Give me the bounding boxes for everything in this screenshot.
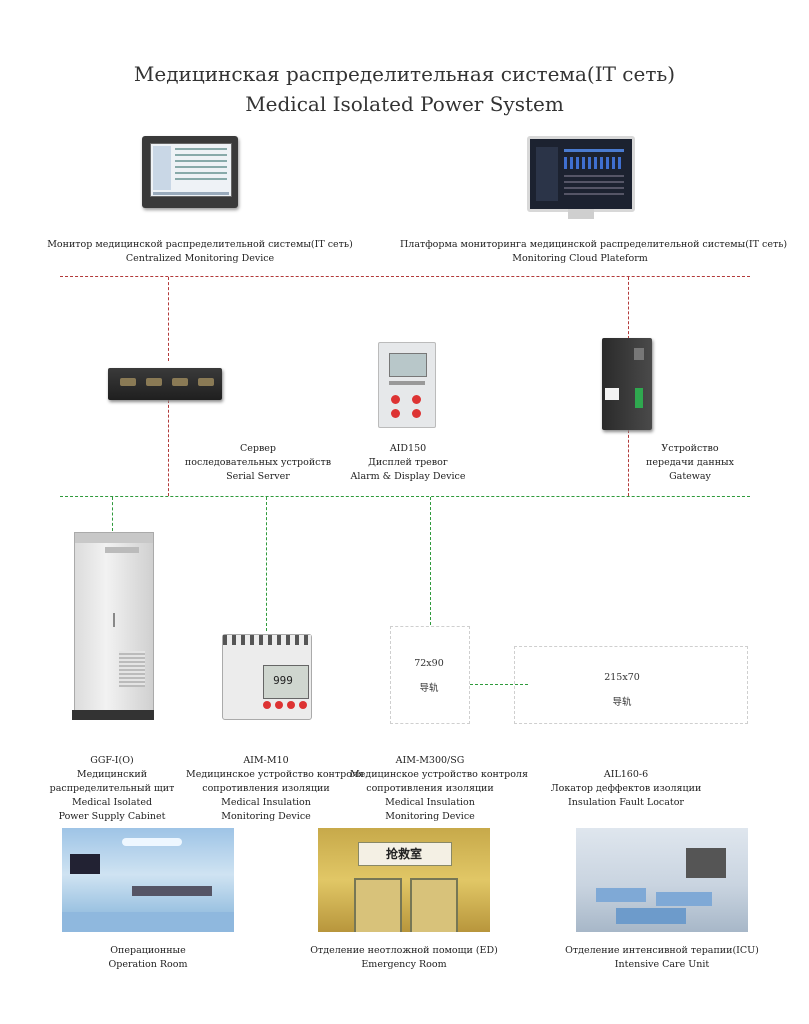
aim-m300-caption: AIM-M300/SG Медицинское устройство контр… [350, 755, 528, 822]
red-link-gateway [628, 277, 629, 339]
cabinet-base [72, 710, 154, 720]
green-link-aim-m300 [430, 497, 431, 625]
serial-server-image [108, 368, 222, 400]
green-link-cabinet [112, 497, 113, 531]
red-link-serial [168, 277, 169, 361]
icu-photo [576, 828, 748, 932]
placeholder-72x90-size: 72x90 [414, 658, 444, 669]
emergency-room-caption: Отделение неотложной помощи (ED) Emergen… [310, 945, 498, 970]
placeholder-215x70-size: 215x70 [604, 672, 640, 683]
icu-caption: Отделение интенсивной терапии(ICU) Inten… [565, 945, 759, 970]
monitor-caption: Монитор медицинской распределительной си… [47, 239, 353, 264]
alarm-display-image [378, 342, 436, 428]
serial-server-caption: Сервер последовательных устройств Serial… [184, 443, 332, 482]
green-bus-line [60, 496, 750, 497]
aim-m10-caption: AIM-M10 Медицинское устройство контроля … [186, 755, 364, 822]
monitor-stand [568, 209, 594, 219]
green-link-aim-m10 [266, 497, 267, 631]
ail160-caption: AIL160-6 Локатор деффектов изоляции Insu… [550, 769, 702, 808]
placeholder-215x70-rail: 导轨 [612, 697, 632, 708]
red-link-serial-lower [168, 400, 169, 496]
page-title-en: Medical Isolated Power System [245, 92, 564, 116]
red-bus-line [60, 276, 750, 277]
placeholder-72x90 [390, 626, 470, 724]
cloud-caption: Платформа мониторинга медицинской распре… [400, 239, 788, 264]
aim-m10-image [222, 634, 312, 720]
aim-m10-display-value: 999 [273, 674, 293, 687]
red-link-gateway-lower [628, 430, 629, 496]
gateway-image [602, 338, 652, 430]
operation-room-caption: Операционные Operation Room [108, 945, 188, 970]
emergency-sign-text: 抢救室 [385, 847, 422, 861]
placeholder-215x70 [514, 646, 748, 724]
alarm-display-caption: AID150 Дисплей тревог Alarm & Display De… [350, 443, 466, 482]
gateway-caption: Устройство передачи данных Gateway [646, 443, 734, 482]
green-link-locator [470, 684, 528, 685]
cloud-platform-image [527, 136, 635, 212]
operation-room-photo [62, 828, 234, 932]
power-cabinet-image [74, 532, 154, 712]
cabinet-caption: GGF-I(O) Медицинский распределительный щ… [49, 755, 175, 822]
placeholder-72x90-rail: 导轨 [419, 683, 439, 694]
centralized-monitor-image [142, 136, 238, 208]
page-title-ru: Медицинская распределительная система(IT… [133, 62, 676, 86]
emergency-room-photo: 抢救室 [318, 828, 490, 932]
